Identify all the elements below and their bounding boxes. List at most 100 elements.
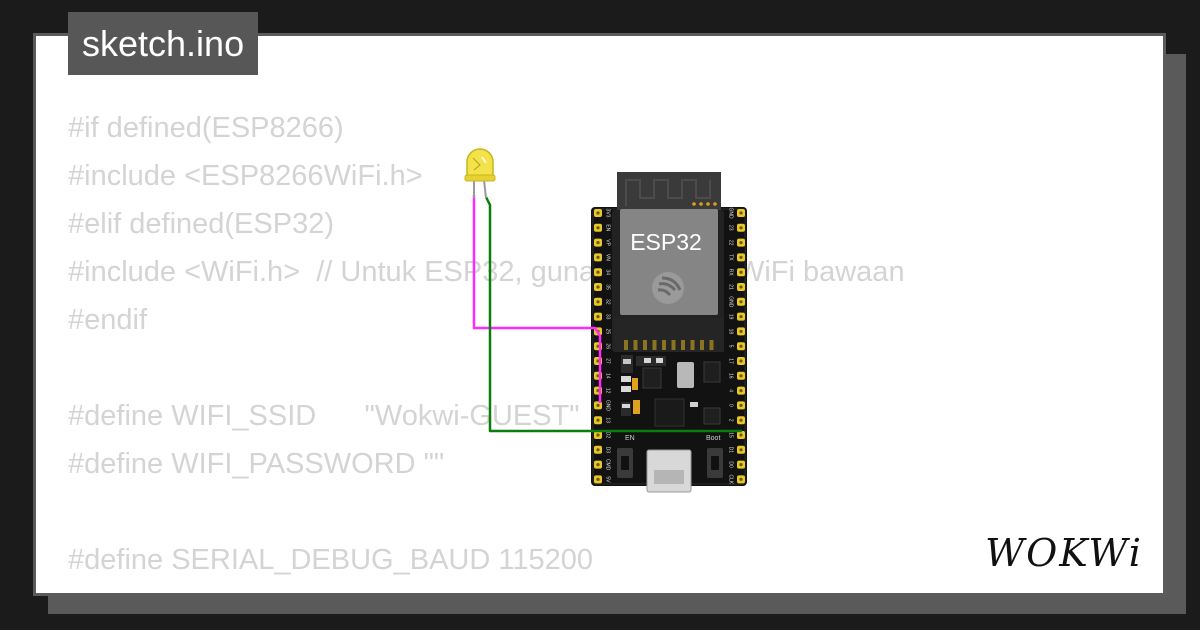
pin-label: 32 (605, 299, 611, 305)
pin-label: 5 (728, 345, 734, 348)
pin-label: 0 (728, 404, 734, 407)
pin-hole (739, 374, 743, 378)
module-pad (633, 340, 638, 350)
code-line: #define WIFI_SSID "Wokwi-GUEST" (68, 400, 580, 432)
code-line: #define SERIAL_DEBUG_BAUD 115200 (68, 544, 593, 576)
module-pad (652, 340, 657, 350)
pin-label: GND (728, 207, 734, 219)
pin-hole (739, 285, 743, 289)
pin-label: EN (605, 224, 611, 231)
pin-hole (596, 315, 600, 319)
pin-hole (739, 255, 743, 259)
pin-hole (739, 329, 743, 333)
pin-hole (596, 226, 600, 230)
pin-hole (596, 433, 600, 437)
pin-hole (739, 359, 743, 363)
pin-hole (739, 344, 743, 348)
pin-label: 26 (605, 343, 611, 349)
pin-label: D2 (605, 432, 611, 439)
pin-hole (739, 270, 743, 274)
pin-hole (739, 241, 743, 245)
pin-hole (739, 433, 743, 437)
pin-label: 18 (728, 329, 734, 335)
pin-label: D1 (728, 447, 734, 454)
usb-port (646, 449, 692, 493)
pin-hole (739, 226, 743, 230)
module-pad (681, 340, 685, 350)
pin-label: GND (728, 296, 734, 308)
pin-label: CMD (605, 459, 611, 471)
pin-label: D0 (728, 461, 734, 468)
pin-label: 34 (605, 269, 611, 275)
pin-label: VP (605, 239, 611, 246)
pin-hole (739, 403, 743, 407)
pin-hole (739, 448, 743, 452)
pin-label: D3 (605, 447, 611, 454)
pin-label: 21 (728, 284, 734, 290)
pin-hole (739, 463, 743, 467)
pin-label: 13 (605, 417, 611, 423)
boot-label: Boot (706, 435, 720, 442)
pin-label: 5V (605, 476, 611, 483)
esp32-board[interactable]: ESP32 (591, 172, 747, 493)
pin-hole (596, 300, 600, 304)
pin-hole (596, 418, 600, 422)
en-label: EN (625, 435, 635, 442)
pin-label: 35 (605, 284, 611, 290)
module-pad (662, 340, 666, 350)
code-line: #define WIFI_PASSWORD "" (68, 448, 445, 480)
esp32-label: ESP32 (630, 229, 702, 255)
pin-label: 33 (605, 314, 611, 320)
pin-label: 17 (728, 358, 734, 364)
espressif-logo (652, 272, 684, 304)
pin-label: 16 (728, 373, 734, 379)
pin-label: 23 (728, 225, 734, 231)
pin-label: CLK (728, 475, 734, 485)
pin-hole (739, 389, 743, 393)
pin-label: 12 (605, 388, 611, 394)
pin-label: 3V3 (605, 209, 611, 218)
module-pad (671, 340, 676, 350)
pin-hole (596, 285, 600, 289)
module-pad (643, 340, 647, 350)
pin-hole (739, 211, 743, 215)
en-button[interactable] (617, 448, 633, 478)
pin-hole (739, 418, 743, 422)
pin-hole (739, 300, 743, 304)
pin-label: 2 (728, 419, 734, 422)
wokwi-logo[interactable]: WOKWi (978, 530, 1150, 576)
pin-label: GND (605, 400, 611, 412)
pin-hole (596, 403, 600, 407)
module-pad (709, 340, 714, 350)
module-pad (700, 340, 704, 350)
file-name-tab[interactable]: sketch.ino (68, 12, 259, 75)
pin-label: 15 (728, 432, 734, 438)
pin-hole (596, 463, 600, 467)
wire-magenta[interactable] (472, 195, 602, 403)
module-pad (624, 340, 628, 350)
pin-label: VN (605, 254, 611, 261)
boot-button[interactable] (707, 448, 723, 478)
pin-label: 4 (728, 389, 734, 392)
pin-label: 19 (728, 314, 734, 320)
pin-hole (739, 315, 743, 319)
code-line: #elif defined(ESP32) (68, 208, 334, 240)
pin-hole (739, 477, 743, 481)
pin-label: 14 (605, 373, 611, 379)
pin-hole (596, 255, 600, 259)
pin-hole (596, 270, 600, 274)
wire-green[interactable] (484, 196, 742, 433)
module-pad (690, 340, 695, 350)
led-icon[interactable] (464, 148, 496, 199)
pin-label: 27 (605, 358, 611, 364)
pin-hole (596, 241, 600, 245)
pin-label: TX (728, 254, 734, 261)
pin-label: 25 (605, 329, 611, 335)
pin-label: RX (728, 269, 734, 277)
pin-hole (596, 448, 600, 452)
pin-label: 22 (728, 240, 734, 246)
code-line: #if defined(ESP8266) (68, 112, 344, 144)
code-line: #endif (68, 304, 148, 336)
